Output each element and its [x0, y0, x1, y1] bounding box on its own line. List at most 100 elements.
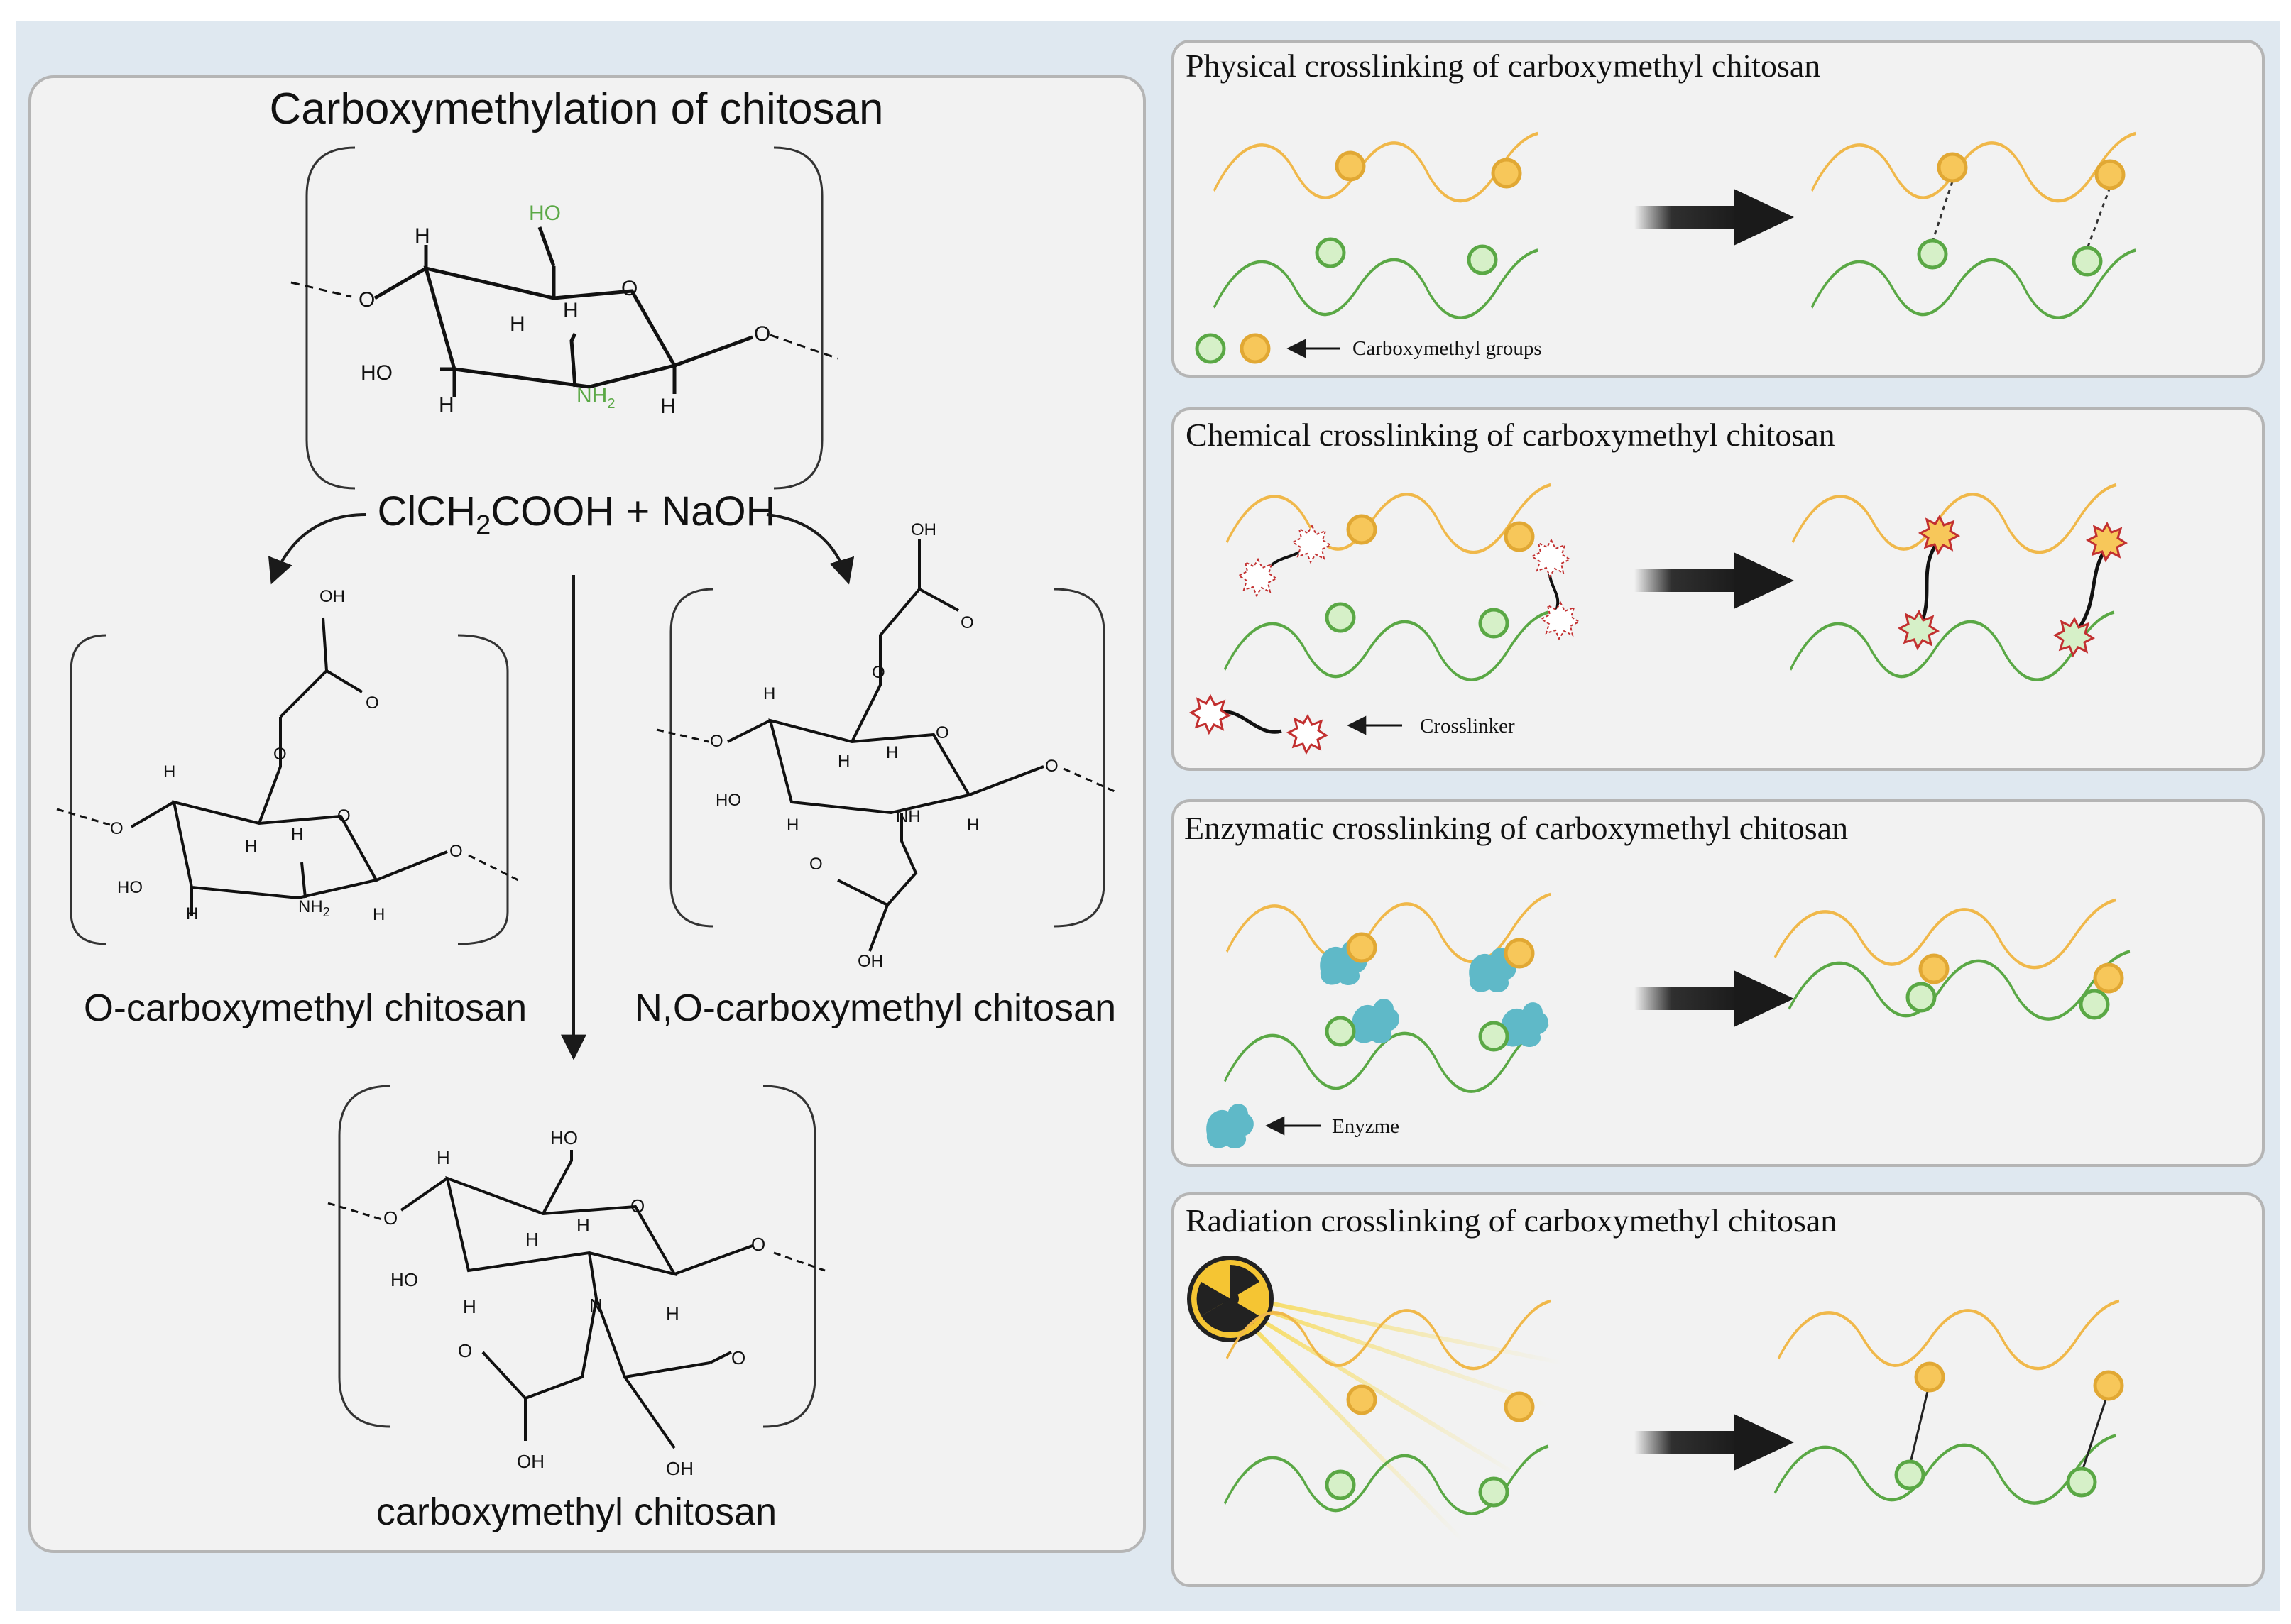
bracket-right [773, 146, 824, 490]
svg-text:H: H [660, 395, 676, 418]
svg-text:O: O [1045, 757, 1059, 776]
arrow-to-no-product [766, 513, 855, 585]
panel-radiation-title: Radiation crosslinking of carboxymethyl … [1186, 1202, 1837, 1239]
svg-text:H: H [186, 904, 198, 923]
o-bracket-left [70, 634, 107, 945]
svg-text:H: H [245, 837, 257, 856]
panel-chemical: Chemical crosslinking of carboxymethyl c… [1171, 407, 2265, 771]
svg-text:OH: OH [911, 520, 936, 539]
radiation-beams [1230, 1293, 1563, 1542]
svg-text:HO: HO [550, 1127, 578, 1148]
svg-text:OH: OH [319, 587, 345, 606]
svg-text:H: H [563, 299, 579, 322]
n-cm-chitosan-label: carboxymethyl chitosan [376, 1491, 777, 1533]
svg-text:OH: OH [858, 952, 883, 971]
svg-text:H: H [415, 224, 430, 248]
left-panel-title: Carboxymethylation of chitosan [269, 84, 883, 133]
svg-text:NH: NH [896, 807, 921, 826]
svg-text:HO: HO [117, 878, 143, 897]
svg-text:Enyzme: Enyzme [1332, 1115, 1399, 1138]
no-cm-chitosan-structure [727, 539, 1044, 952]
o-cm-chain-dashes [56, 808, 519, 882]
panel-radiation: Radiation crosslinking of carboxymethyl … [1171, 1192, 2265, 1587]
n-cm-chitosan-structure [400, 1150, 753, 1400]
svg-text:O: O [754, 322, 770, 346]
svg-text:H: H [439, 393, 454, 417]
legend-enzyme: Enyzme [1206, 1104, 1399, 1149]
svg-text:HO: HO [529, 202, 561, 225]
no-cm-atoms: OH O O O O O O H H H H H HO NH OH [710, 520, 1059, 971]
svg-text:O: O [936, 723, 949, 742]
crosslinker-icon [1238, 525, 1580, 640]
chitosan-structure [373, 226, 753, 397]
svg-text:O: O [458, 1340, 472, 1361]
svg-text:H: H [763, 684, 775, 703]
svg-text:H: H [838, 752, 850, 771]
svg-text:Carboxymethyl groups: Carboxymethyl groups [1352, 337, 1542, 360]
reagents-label: ClCH2COOH + NaOH [378, 488, 776, 540]
svg-text:O: O [751, 1234, 765, 1255]
svg-text:O: O [366, 693, 379, 713]
n-bracket-left [338, 1085, 391, 1428]
no-cm-chain-dashes [656, 728, 1115, 793]
svg-text:H: H [463, 1296, 476, 1317]
svg-text:O: O [337, 806, 351, 825]
svg-text:H: H [525, 1229, 539, 1250]
n-cm-chain-dashes [327, 1202, 826, 1272]
svg-text:O: O [630, 1195, 645, 1217]
svg-text:O: O [731, 1347, 745, 1368]
svg-text:O: O [809, 855, 823, 874]
legend-crosslinker: Crosslinker [1190, 695, 1515, 754]
svg-text:O: O [961, 613, 974, 632]
svg-text:H: H [666, 1303, 679, 1324]
svg-text:OH: OH [517, 1451, 545, 1472]
no-cm-chitosan-label: N,O-carboxymethyl chitosan [635, 987, 1116, 1029]
n-bracket-right [762, 1085, 816, 1428]
no-bracket-right [1054, 588, 1105, 928]
svg-text:O: O [872, 663, 885, 682]
svg-text:H: H [510, 312, 525, 336]
svg-text:H: H [163, 762, 175, 781]
svg-text:Crosslinker: Crosslinker [1420, 715, 1515, 737]
svg-text:O: O [383, 1207, 398, 1229]
svg-text:H: H [787, 816, 799, 835]
chitosan-atoms: O O O H H H H H HO HO NH2 [359, 202, 770, 418]
o-cm-atoms: OH O O O O O H H H H H HO NH2 [110, 587, 463, 924]
no-bracket-left [669, 588, 714, 928]
svg-text:NH2: NH2 [576, 384, 615, 412]
n-cm-atoms: HO O O O O O H H H H H HO N OH OH [383, 1127, 765, 1479]
svg-text:O: O [449, 842, 463, 861]
svg-text:HO: HO [361, 361, 393, 385]
n-cm-acid-bonds [524, 1376, 676, 1449]
svg-text:H: H [576, 1214, 590, 1236]
svg-text:O: O [710, 732, 723, 751]
svg-text:O: O [621, 277, 638, 300]
panel-physical: Physical crosslinking of carboxymethyl c… [1171, 40, 2265, 378]
svg-text:H: H [967, 816, 979, 835]
svg-text:O: O [359, 288, 375, 312]
left-panel [28, 75, 1146, 1553]
radiation-icon [1187, 1256, 1274, 1342]
svg-text:NH2: NH2 [298, 897, 330, 919]
arrow-to-o-product [268, 513, 366, 585]
panel-enzymatic: Enzymatic crosslinking of carboxymethyl … [1171, 799, 2265, 1167]
panel-enzymatic-title: Enzymatic crosslinking of carboxymethyl … [1184, 810, 1848, 846]
o-cm-chitosan-structure [130, 617, 448, 916]
chain-link-dashes [290, 281, 838, 360]
o-cm-chitosan-label: O-carboxymethyl chitosan [84, 987, 527, 1029]
svg-text:HO: HO [716, 791, 741, 810]
svg-text:HO: HO [390, 1269, 418, 1290]
svg-text:H: H [373, 905, 385, 924]
o-bracket-right [457, 634, 509, 945]
svg-text:N: N [589, 1295, 603, 1316]
svg-text:H: H [437, 1147, 450, 1168]
panel-chemical-title: Chemical crosslinking of carboxymethyl c… [1186, 417, 1835, 453]
svg-text:OH: OH [666, 1458, 694, 1479]
bracket-left [305, 146, 356, 490]
legend-carboxymethyl-groups: Carboxymethyl groups [1195, 333, 1542, 364]
svg-text:O: O [110, 819, 124, 838]
svg-text:H: H [886, 743, 898, 762]
svg-text:O: O [273, 745, 287, 764]
panel-physical-title: Physical crosslinking of carboxymethyl c… [1186, 48, 1820, 84]
